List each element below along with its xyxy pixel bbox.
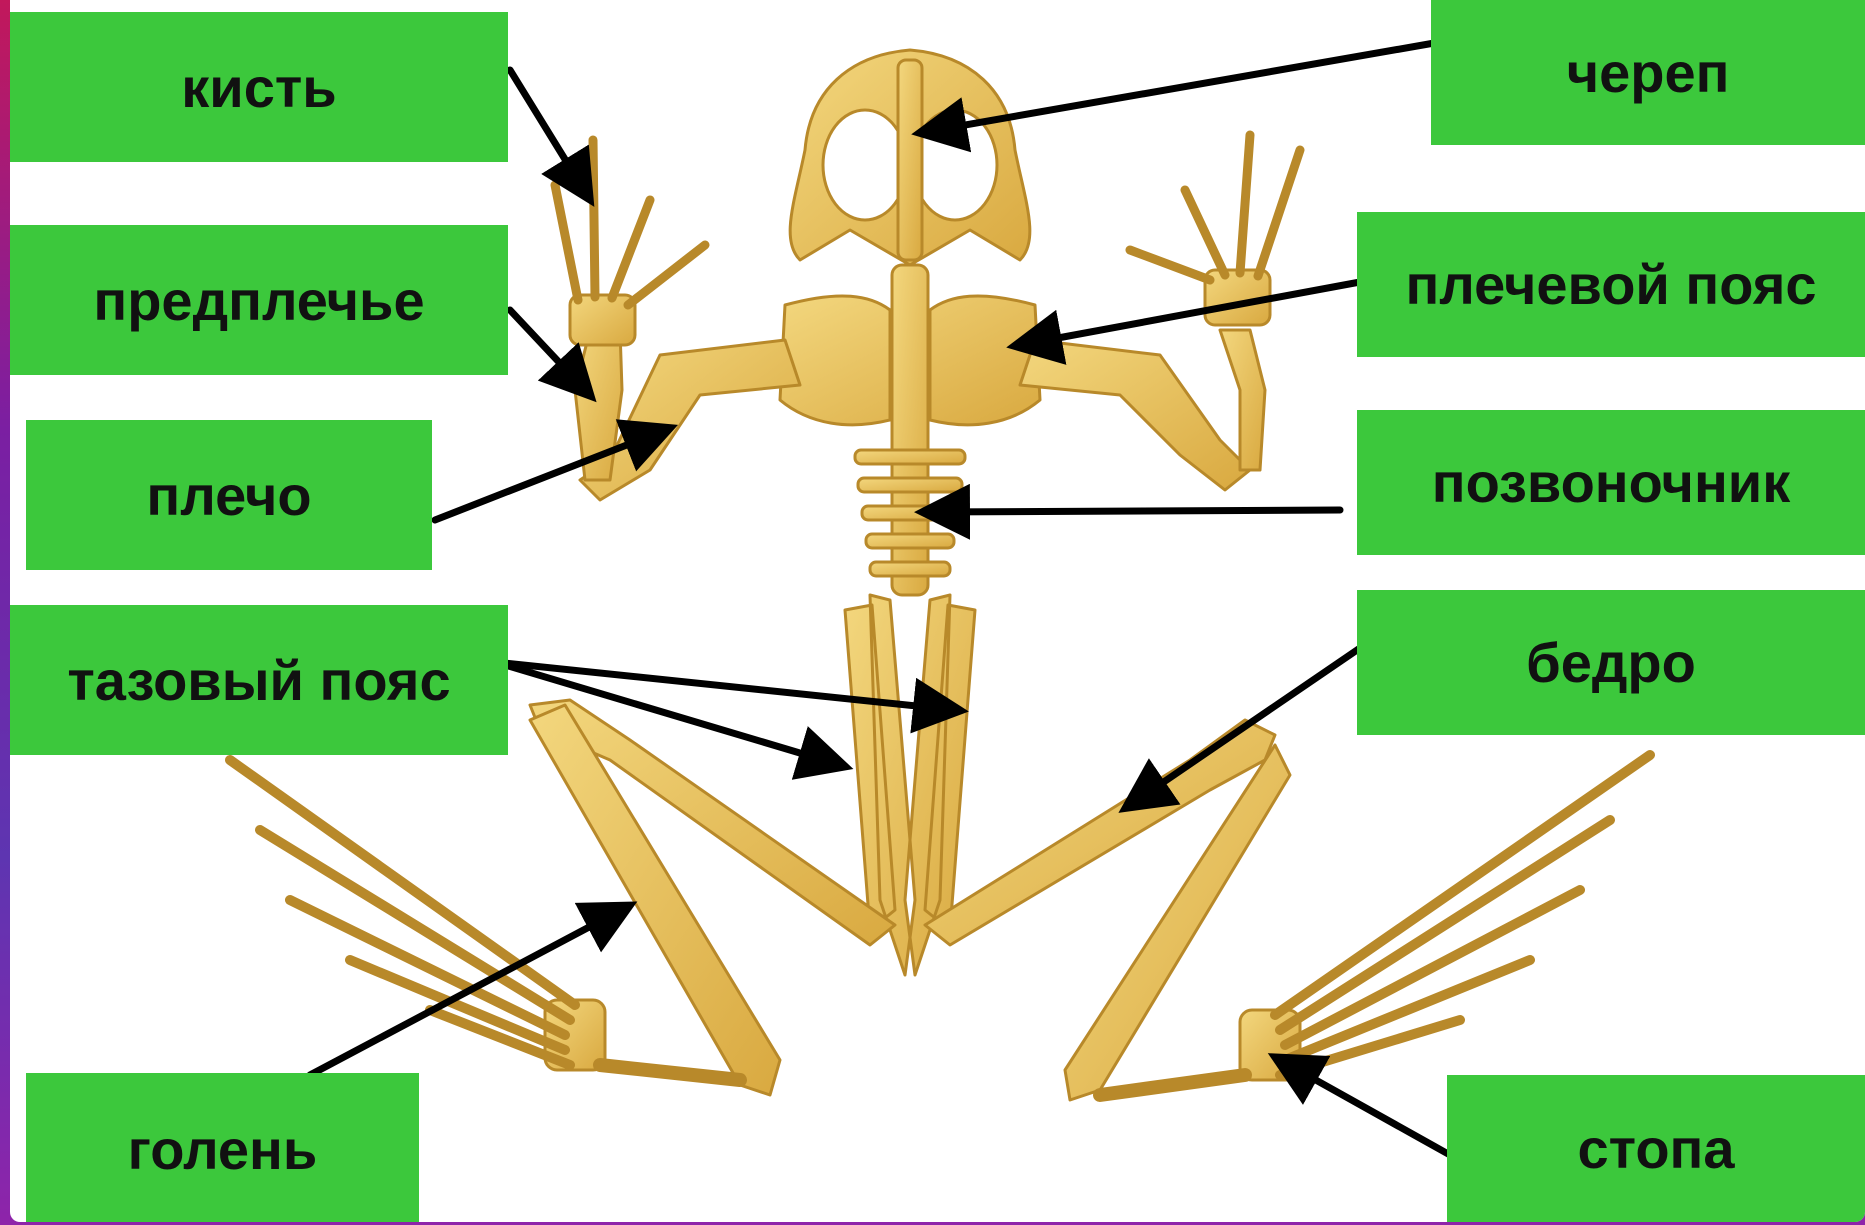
label-forearm: предплечье xyxy=(10,225,508,375)
label-skull: череп xyxy=(1431,0,1865,145)
right-upper-arm-bone xyxy=(1020,340,1250,490)
arrow-spine xyxy=(928,510,1340,512)
label-spine: позвоночник xyxy=(1357,410,1865,555)
label-thigh: бедро xyxy=(1357,590,1865,735)
arrow-skull xyxy=(925,42,1440,132)
label-pelvic-girdle: тазовый пояс xyxy=(10,605,508,755)
label-hand: кисть xyxy=(10,12,508,162)
label-shin: голень xyxy=(26,1073,419,1222)
left-hand-bone xyxy=(555,140,705,345)
arrow-shoulder-girdle xyxy=(1020,282,1360,345)
arrow-thigh xyxy=(1130,648,1360,805)
arrow-foot xyxy=(1280,1060,1450,1155)
arrow-hand xyxy=(510,70,587,195)
label-upper-arm: плечо xyxy=(26,420,432,570)
label-foot: стопа xyxy=(1447,1075,1865,1222)
skull-bone xyxy=(790,50,1030,265)
label-shoulder-girdle: плечевой пояс xyxy=(1357,212,1865,357)
diagram-canvas: кисть предплечье плечо тазовый пояс голе… xyxy=(10,0,1865,1222)
